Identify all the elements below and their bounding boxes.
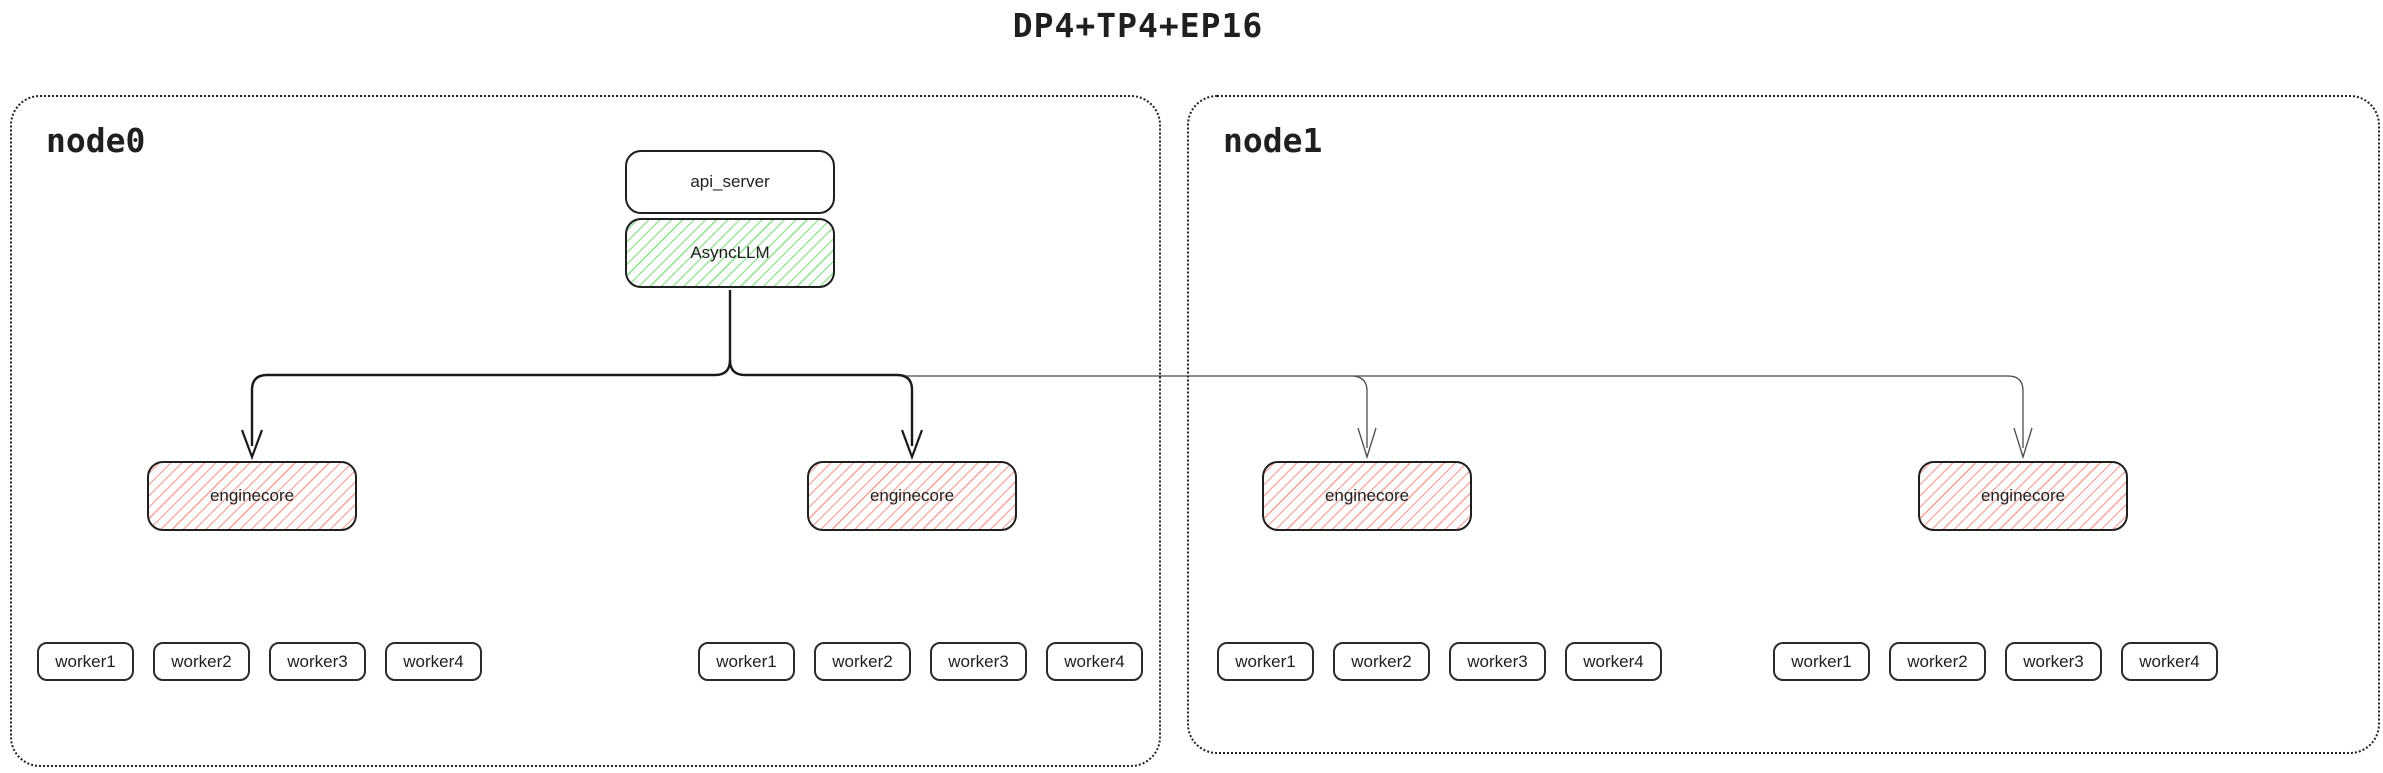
worker-box: worker3: [1449, 642, 1546, 681]
node0-label: node0: [46, 121, 146, 160]
worker-box: worker1: [698, 642, 795, 681]
worker-box: worker2: [814, 642, 911, 681]
node1-container: node1: [1187, 95, 2380, 754]
worker-group-node0-enginecore1: worker1 worker2 worker3 worker4: [37, 642, 482, 681]
worker-box: worker2: [153, 642, 250, 681]
worker-box: worker4: [385, 642, 482, 681]
worker-box: worker3: [2005, 642, 2102, 681]
worker-box: worker4: [2121, 642, 2218, 681]
enginecore-label: enginecore: [1980, 486, 2066, 505]
page-title: DP4+TP4+EP16: [1012, 6, 1264, 45]
worker-group-node1-enginecore2: worker1 worker2 worker3 worker4: [1773, 642, 2218, 681]
enginecore-box: enginecore: [1262, 461, 1472, 531]
asyncllm-box: AsyncLLM: [625, 218, 835, 288]
api-server-label: api_server: [690, 172, 770, 191]
enginecore-label: enginecore: [1324, 486, 1410, 505]
node0-container: node0: [10, 95, 1161, 767]
enginecore-label: enginecore: [209, 486, 295, 505]
worker-box: worker4: [1565, 642, 1662, 681]
asyncllm-label: AsyncLLM: [690, 243, 770, 262]
enginecore-box: enginecore: [147, 461, 357, 531]
enginecore-box: enginecore: [1918, 461, 2128, 531]
node1-label: node1: [1223, 121, 1323, 160]
worker-box: worker3: [930, 642, 1027, 681]
enginecore-label: enginecore: [869, 486, 955, 505]
enginecore-box: enginecore: [807, 461, 1017, 531]
worker-box: worker2: [1333, 642, 1430, 681]
worker-box: worker1: [1217, 642, 1314, 681]
worker-box: worker4: [1046, 642, 1143, 681]
worker-box: worker1: [1773, 642, 1870, 681]
worker-box: worker1: [37, 642, 134, 681]
worker-group-node0-enginecore2: worker1 worker2 worker3 worker4: [698, 642, 1143, 681]
worker-box: worker2: [1889, 642, 1986, 681]
worker-box: worker3: [269, 642, 366, 681]
worker-group-node1-enginecore1: worker1 worker2 worker3 worker4: [1217, 642, 1662, 681]
api-server-box: api_server: [625, 150, 835, 214]
